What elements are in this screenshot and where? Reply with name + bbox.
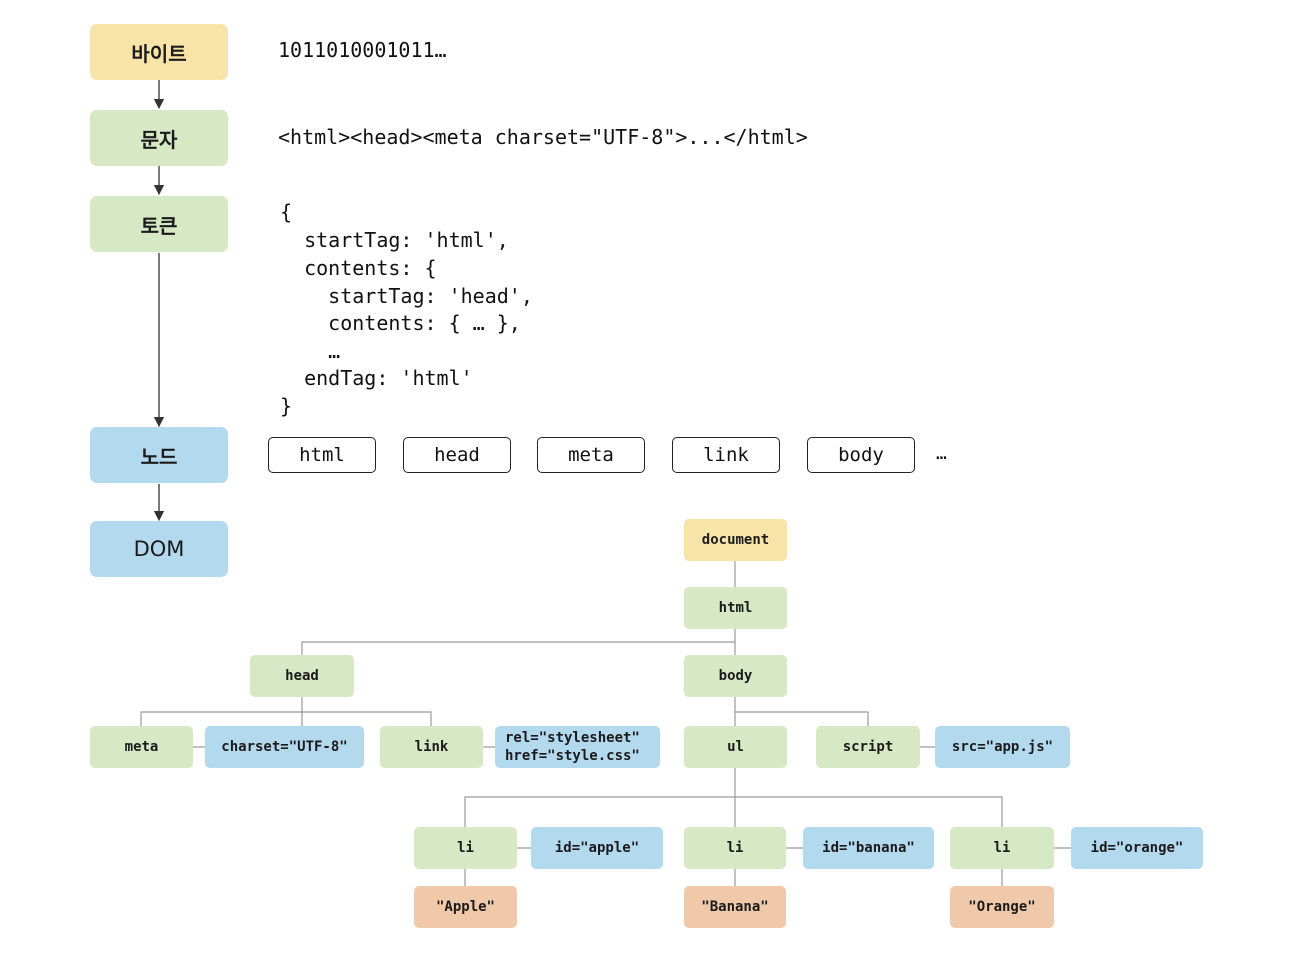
stage-bytes-label: 바이트 <box>131 41 187 66</box>
code-line: { <box>280 200 293 224</box>
dom-node-meta: meta <box>90 726 193 768</box>
code-line: … <box>280 339 341 363</box>
node-token-meta: meta <box>537 437 645 473</box>
dom-attr-rel: rel="stylesheet" <box>505 730 640 746</box>
node-token-body: body <box>807 437 915 473</box>
dom-node-ul: ul <box>684 726 787 768</box>
dom-attr-link: rel="stylesheet" href="style.css" <box>495 726 660 768</box>
bytes-text: 1011010001011… <box>278 38 447 62</box>
dom-attr-href: href="style.css" <box>505 748 640 764</box>
stage-bytes: 바이트 <box>90 24 228 80</box>
node-tokens-more: … <box>936 443 947 464</box>
code-line: contents: { <box>280 256 437 280</box>
dom-text-orange: "Orange" <box>950 886 1054 928</box>
dom-node-script: script <box>816 726 920 768</box>
code-line: startTag: 'html', <box>280 228 509 252</box>
dom-attr-id-banana: id="banana" <box>803 827 934 869</box>
node-token-link: link <box>672 437 780 473</box>
stage-tokens: 토큰 <box>90 196 228 252</box>
node-token-html: html <box>268 437 376 473</box>
dom-node-head: head <box>250 655 354 697</box>
code-line: contents: { … }, <box>280 311 521 335</box>
dom-node-body: body <box>684 655 787 697</box>
dom-text-apple: "Apple" <box>414 886 517 928</box>
code-line: endTag: 'html' <box>280 366 473 390</box>
dom-node-html: html <box>684 587 787 629</box>
dom-text-banana: "Banana" <box>684 886 786 928</box>
stage-dom: DOM <box>90 521 228 577</box>
stage-dom-label: DOM <box>133 537 185 561</box>
dom-node-link: link <box>380 726 483 768</box>
dom-attr-id-orange: id="orange" <box>1071 827 1203 869</box>
dom-attr-charset: charset="UTF-8" <box>205 726 364 768</box>
stage-tokens-label: 토큰 <box>140 213 178 238</box>
stage-characters: 문자 <box>90 110 228 166</box>
node-token-head: head <box>403 437 511 473</box>
characters-text: <html><head><meta charset="UTF-8">...</h… <box>278 125 808 149</box>
dom-node-li-banana: li <box>684 827 786 869</box>
dom-node-document: document <box>684 519 787 561</box>
dom-attr-src: src="app.js" <box>935 726 1070 768</box>
dom-node-li-orange: li <box>950 827 1054 869</box>
stage-characters-label: 문자 <box>140 127 178 152</box>
code-line: startTag: 'head', <box>280 284 533 308</box>
code-line: } <box>280 394 293 418</box>
stage-nodes: 노드 <box>90 427 228 483</box>
dom-attr-id-apple: id="apple" <box>531 827 663 869</box>
stage-nodes-label: 노드 <box>140 444 178 469</box>
dom-node-li-apple: li <box>414 827 517 869</box>
